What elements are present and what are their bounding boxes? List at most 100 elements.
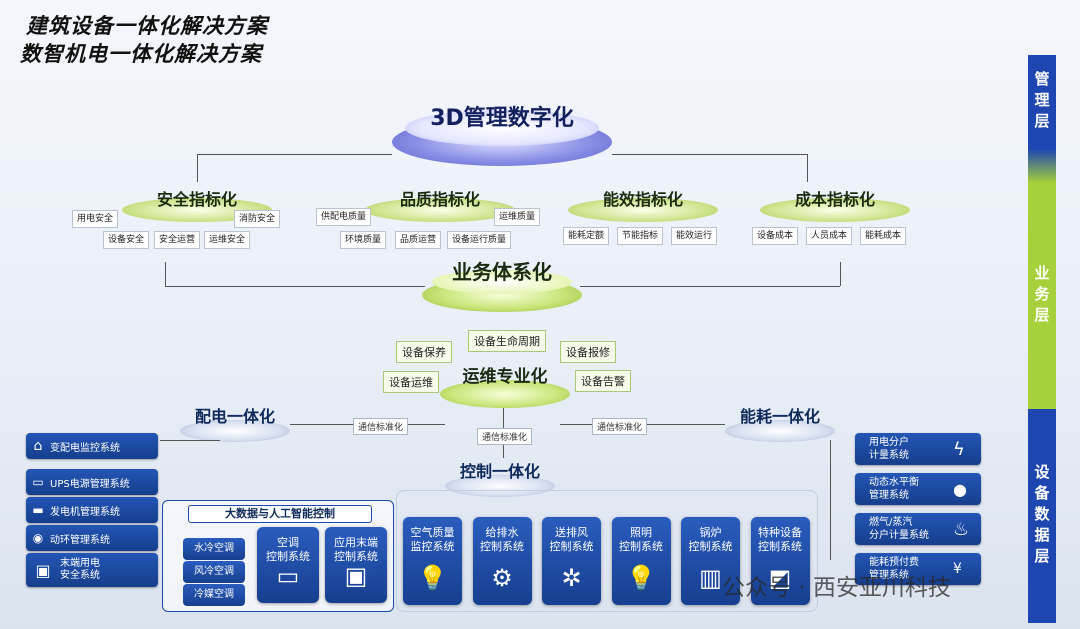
connector: [580, 286, 840, 287]
terminal-control-card[interactable]: 应用末端 控制系统▣: [325, 527, 387, 603]
tag-electric-safety: 用电安全: [72, 210, 119, 228]
refrigerant-ac[interactable]: 冷媒空调: [183, 584, 245, 606]
connector: [830, 440, 831, 560]
control-card-4[interactable]: 锅炉 控制系统 ▥: [681, 517, 740, 605]
air-conditioner-icon: ▭: [276, 562, 300, 590]
control-disc: [445, 475, 555, 497]
tag-equipment-ops: 设备运维: [383, 371, 439, 393]
monitor-icon: ▣: [344, 562, 368, 590]
pump-icon: ⚙: [491, 564, 513, 592]
tag-staff-cost: 人员成本: [806, 227, 853, 245]
ring-icon: ◉: [32, 531, 44, 545]
tag-safe-operation: 安全运营: [154, 231, 201, 249]
tag-fire-safety: 消防安全: [234, 210, 281, 228]
control-card-label: 照明 控制系统: [619, 526, 663, 553]
efficiency-label: 能效指标化: [602, 190, 683, 209]
water-drop-icon: ●: [953, 479, 967, 499]
control-card-label: 给排水 控制系统: [480, 526, 524, 553]
right-system-label: 燃气/蒸汽 分户计量系统: [869, 517, 929, 541]
tag-saving-index: 节能指标: [617, 227, 664, 245]
comm-standard-right: 通信标准化: [592, 418, 648, 435]
ops-label: 运维专业化: [462, 367, 548, 387]
connector: [165, 262, 166, 286]
right-system-0[interactable]: 用电分户 计量系统 ϟ: [855, 433, 981, 465]
cost-disc: [760, 198, 910, 222]
ops-platform-disc: [440, 380, 570, 408]
bulb-icon: 💡: [417, 564, 448, 592]
bigdata-title: 大数据与人工智能控制: [188, 505, 372, 523]
top-platform-disc-upper: [405, 110, 599, 146]
tag-quality-operation: 品质运营: [395, 231, 442, 249]
control-card-5[interactable]: 特种设备 控制系统 ◩: [750, 517, 810, 605]
right-system-3[interactable]: 能耗预付费 管理系统¥: [855, 553, 981, 585]
connector: [197, 154, 392, 155]
tag-efficiency-run: 能效运行: [671, 227, 718, 245]
tag-equipment-run-quality: 设备运行质量: [447, 231, 512, 249]
device-layer-bar: 设备数据层: [1028, 409, 1056, 623]
control-card-label: 特种设备 控制系统: [758, 526, 802, 553]
left-system-2[interactable]: ▬ 发电机管理系统: [26, 497, 158, 523]
tag-energy-cost: 能耗成本: [860, 227, 907, 245]
tag-ops-safety: 运维安全: [204, 231, 251, 249]
business-layer-bar: 业务层: [1028, 183, 1056, 409]
right-system-label: 用电分户 计量系统: [869, 437, 909, 461]
left-system-label: UPS电源管理系统: [50, 478, 130, 490]
left-system-label: 变配电监控系统: [50, 442, 120, 454]
air-cooled-ac[interactable]: 风冷空调: [183, 561, 245, 583]
tag-equipment-cost: 设备成本: [752, 227, 799, 245]
efficiency-disc: [568, 198, 718, 222]
tag-equipment-safety: 设备安全: [103, 231, 150, 249]
comm-standard-left: 通信标准化: [353, 418, 409, 435]
tag-ops-quality: 运维质量: [494, 208, 541, 226]
generator-icon: ▬: [32, 503, 44, 517]
quality-label: 品质指标化: [399, 190, 480, 209]
ac-control-card[interactable]: 空调 控制系统▭: [257, 527, 319, 603]
control-card-2[interactable]: 送排风 控制系统✲: [542, 517, 601, 605]
prepay-card-icon: ¥: [953, 561, 962, 577]
lightning-icon: ϟ: [953, 438, 965, 460]
top-label: 3D管理数字化: [430, 106, 574, 131]
right-system-2[interactable]: 燃气/蒸汽 分户计量系统 ♨: [855, 513, 981, 545]
tag-env-quality: 环境质量: [340, 231, 387, 249]
home-icon: ⌂: [33, 438, 43, 454]
water-cooled-ac[interactable]: 水冷空调: [183, 538, 245, 560]
business-layer-label: 业务层: [1032, 264, 1051, 328]
energy-label: 能耗一体化: [739, 407, 820, 426]
left-system-label: 发电机管理系统: [50, 506, 120, 518]
left-system-4[interactable]: ▣末端用电 安全系统: [26, 553, 158, 587]
control-panel: [396, 490, 818, 612]
management-layer-label: 管理层: [1032, 70, 1051, 134]
terminal-control-label: 应用末端 控制系统: [334, 536, 378, 563]
control-card-3[interactable]: 照明 控制系统 💡: [611, 517, 671, 605]
control-card-label: 送排风 控制系统: [549, 526, 594, 553]
business-platform-disc-upper: [432, 270, 572, 294]
control-label: 控制一体化: [459, 462, 540, 481]
tag-power-quality: 供配电质量: [316, 208, 372, 226]
equipment-icon: ◩: [768, 564, 792, 592]
control-card-0[interactable]: 空气质量 监控系统💡: [403, 517, 462, 605]
monitor-icon: ▣: [35, 560, 51, 580]
safety-label: 安全指标化: [156, 190, 237, 209]
tag-energy-quota: 能耗定额: [563, 227, 610, 245]
right-system-label: 动态水平衡 管理系统: [869, 477, 919, 501]
flame-icon: ♨: [953, 518, 970, 540]
management-layer-bar: 管理层: [1028, 55, 1056, 149]
title-line-2: 数智机电一体化解决方案: [20, 42, 262, 66]
left-system-1[interactable]: ▭ UPS电源管理系统: [26, 469, 158, 495]
control-card-label: 锅炉 控制系统: [688, 526, 733, 553]
left-system-0[interactable]: ⌂ 变配电监控系统: [26, 433, 158, 459]
connector: [165, 286, 425, 287]
connector: [807, 154, 808, 182]
control-card-1[interactable]: 给排水 控制系统 ⚙: [472, 517, 532, 605]
device-layer-label: 设备数据层: [1032, 463, 1051, 569]
ups-icon: ▭: [32, 475, 44, 489]
connector: [612, 154, 807, 155]
bulb-icon: 💡: [626, 564, 656, 592]
power-label: 配电一体化: [194, 407, 275, 426]
boiler-icon: ▥: [699, 564, 722, 592]
comm-standard-center: 通信标准化: [477, 428, 533, 445]
connector: [197, 154, 198, 182]
title-line-1: 建筑设备一体化解决方案: [26, 14, 268, 38]
right-system-1[interactable]: 动态水平衡 管理系统 ●: [855, 473, 981, 505]
left-system-3[interactable]: ◉动环管理系统: [26, 525, 158, 551]
